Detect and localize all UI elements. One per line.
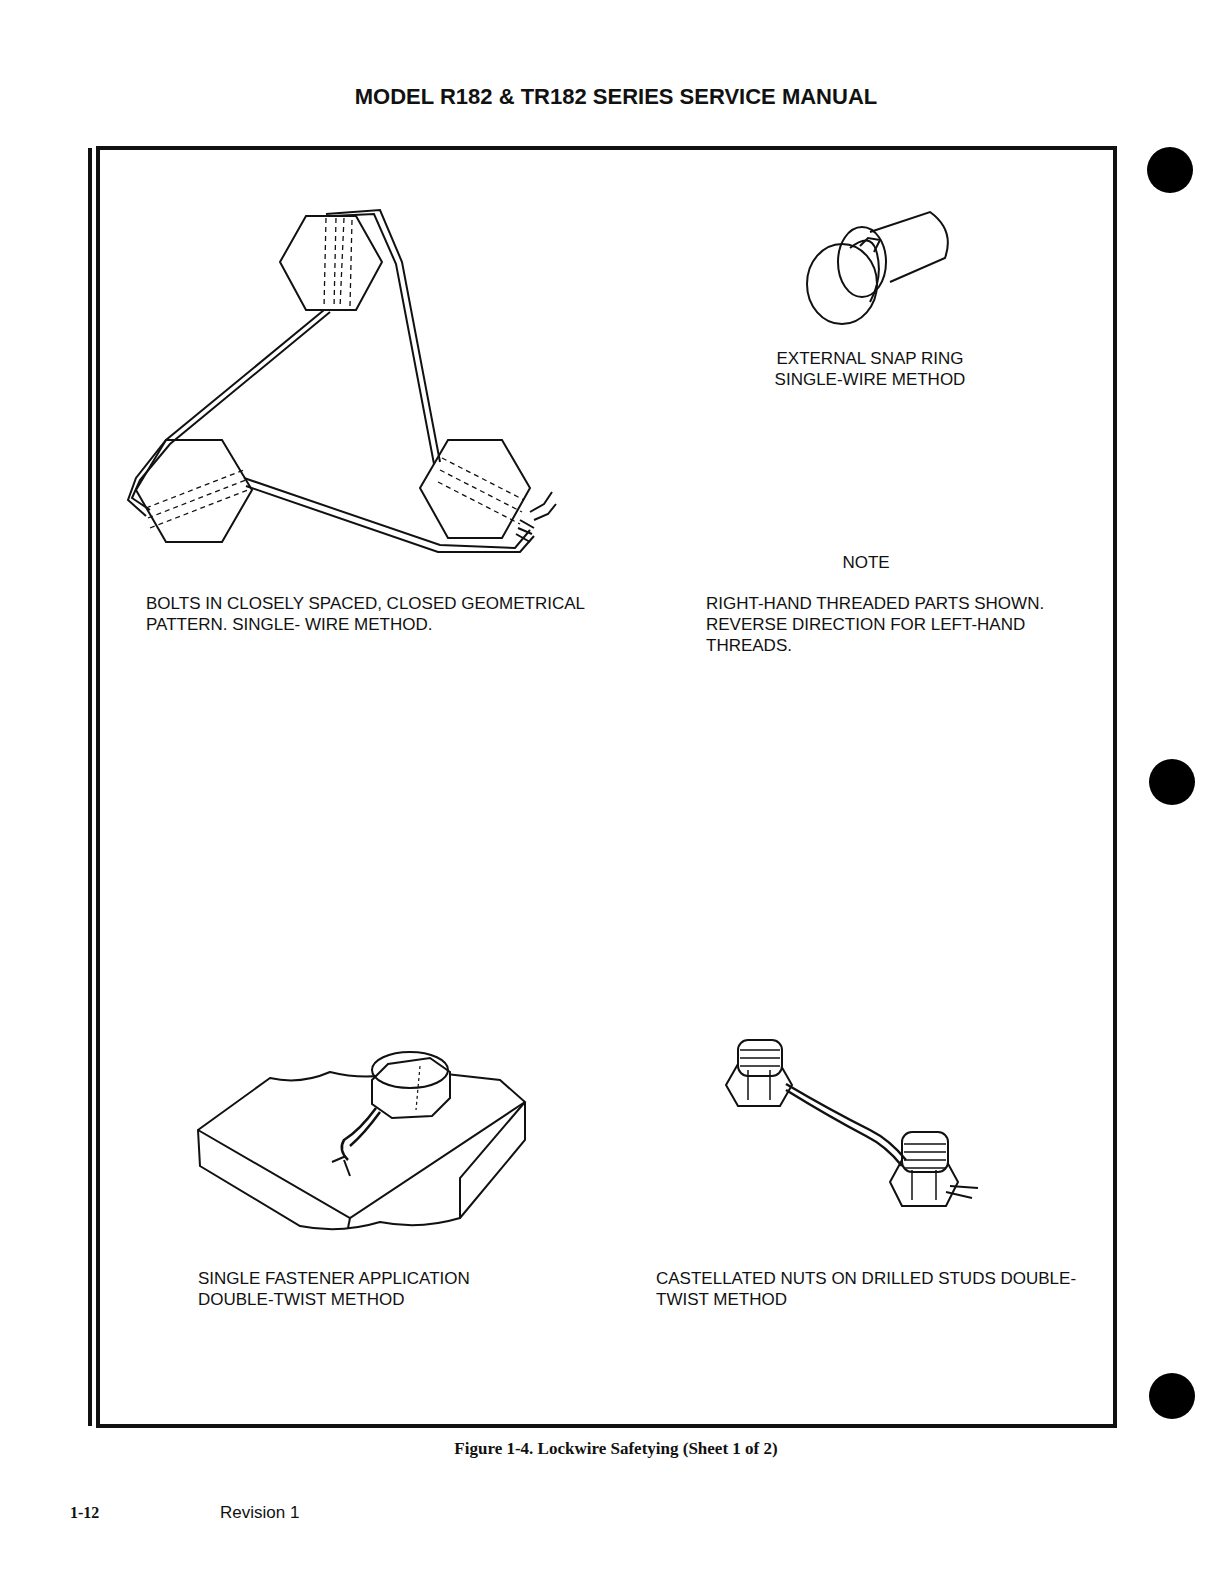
note-heading: NOTE (766, 552, 966, 573)
figure-caption: Figure 1-4. Lockwire Safetying (Sheet 1 … (0, 1438, 1232, 1459)
page-header: MODEL R182 & TR182 SERIES SERVICE MANUAL (0, 84, 1232, 110)
figure-label: BOLTS IN CLOSELY SPACED, CLOSED GEOMETRI… (146, 593, 636, 635)
page-number: 1-12 (70, 1502, 99, 1523)
figure-label: EXTERNAL SNAP RING SINGLE-WIRE METHOD (745, 348, 995, 390)
figure-label: CASTELLATED NUTS ON DRILLED STUDS DOUBLE… (656, 1268, 1096, 1310)
figure-label: SINGLE FASTENER APPLICATION DOUBLE-TWIST… (198, 1268, 543, 1310)
revision-label: Revision 1 (220, 1502, 299, 1523)
note-text: RIGHT-HAND THREADED PARTS SHOWN. REVERSE… (706, 593, 1051, 656)
